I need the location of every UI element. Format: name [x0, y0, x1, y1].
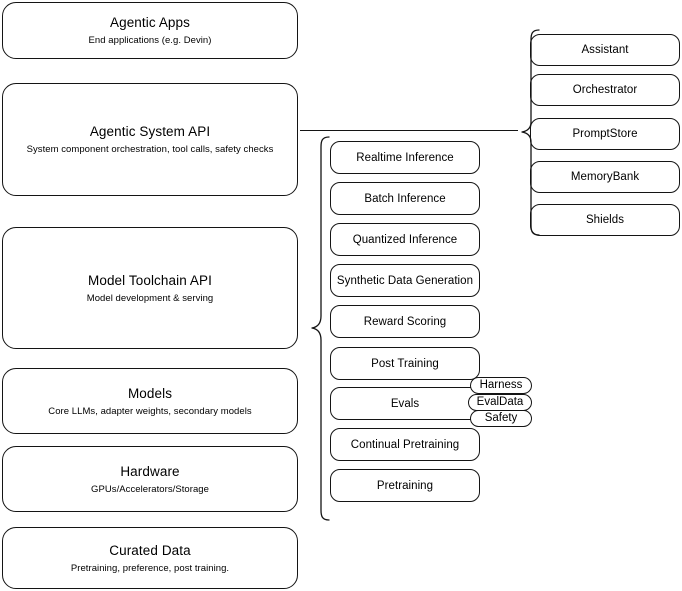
layer-subtitle: Model development & serving	[86, 292, 214, 304]
badge-evaldata[interactable]: EvalData	[468, 394, 532, 411]
badge-label: Safety	[484, 412, 518, 424]
component-label: Continual Pretraining	[350, 438, 460, 451]
component-label: MemoryBank	[570, 171, 640, 183]
layer-title: Agentic System API	[89, 124, 211, 139]
layer-title: Model Toolchain API	[88, 272, 212, 288]
component-post-training[interactable]: Post Training	[330, 347, 480, 380]
component-label: Pretraining	[376, 479, 434, 492]
component-label: Assistant	[581, 44, 629, 56]
badge-label: Harness	[479, 379, 523, 391]
layer-title: Curated Data	[109, 542, 191, 558]
component-reward-scoring[interactable]: Reward Scoring	[330, 305, 480, 338]
layer-subtitle: End applications (e.g. Devin)	[88, 35, 212, 46]
layer-subtitle: GPUs/Accelerators/Storage	[91, 483, 209, 495]
layer-subtitle: Core LLMs, adapter weights, secondary mo…	[48, 405, 252, 417]
badge-safety[interactable]: Safety	[470, 410, 532, 427]
layer-curated-data[interactable]: Curated Data Pretraining, preference, po…	[2, 527, 298, 589]
component-label: Reward Scoring	[363, 315, 447, 328]
component-label: Shields	[585, 214, 625, 226]
component-label: Post Training	[371, 357, 439, 370]
component-synthetic-data-generation[interactable]: Synthetic Data Generation	[330, 264, 480, 297]
component-quantized-inference[interactable]: Quantized Inference	[330, 223, 480, 256]
layer-subtitle: System component orchestration, tool cal…	[26, 144, 274, 155]
layer-model-toolchain-api[interactable]: Model Toolchain API Model development & …	[2, 227, 298, 349]
layer-models[interactable]: Models Core LLMs, adapter weights, secon…	[2, 368, 298, 434]
component-batch-inference[interactable]: Batch Inference	[330, 182, 480, 215]
layer-agentic-apps[interactable]: Agentic Apps End applications (e.g. Devi…	[2, 2, 298, 59]
component-label: Quantized Inference	[352, 233, 458, 246]
component-label: Orchestrator	[572, 84, 638, 96]
layer-title: Hardware	[120, 463, 180, 479]
layer-hardware[interactable]: Hardware GPUs/Accelerators/Storage	[2, 446, 298, 512]
component-pretraining[interactable]: Pretraining	[330, 469, 480, 502]
layer-subtitle: Pretraining, preference, post training.	[70, 562, 230, 574]
component-shields[interactable]: Shields	[530, 204, 680, 236]
component-assistant[interactable]: Assistant	[530, 34, 680, 66]
component-continual-pretraining[interactable]: Continual Pretraining	[330, 428, 480, 461]
connector-system-api-to-components	[300, 130, 518, 132]
component-label: PromptStore	[572, 128, 638, 140]
layer-agentic-system-api[interactable]: Agentic System API System component orch…	[2, 83, 298, 196]
component-label: Realtime Inference	[356, 151, 454, 164]
component-label: Batch Inference	[364, 192, 446, 205]
component-label: Evals	[390, 397, 420, 410]
component-memorybank[interactable]: MemoryBank	[530, 161, 680, 193]
badge-label: EvalData	[476, 396, 524, 408]
component-promptstore[interactable]: PromptStore	[530, 118, 680, 150]
component-orchestrator[interactable]: Orchestrator	[530, 74, 680, 106]
component-realtime-inference[interactable]: Realtime Inference	[330, 141, 480, 174]
brace-system-components	[521, 29, 540, 236]
component-label: Synthetic Data Generation	[336, 274, 474, 287]
layer-title: Agentic Apps	[109, 15, 190, 30]
component-evals[interactable]: Evals	[330, 387, 480, 420]
layer-title: Models	[127, 385, 173, 401]
badge-harness[interactable]: Harness	[470, 377, 532, 394]
brace-toolchain	[311, 136, 330, 521]
